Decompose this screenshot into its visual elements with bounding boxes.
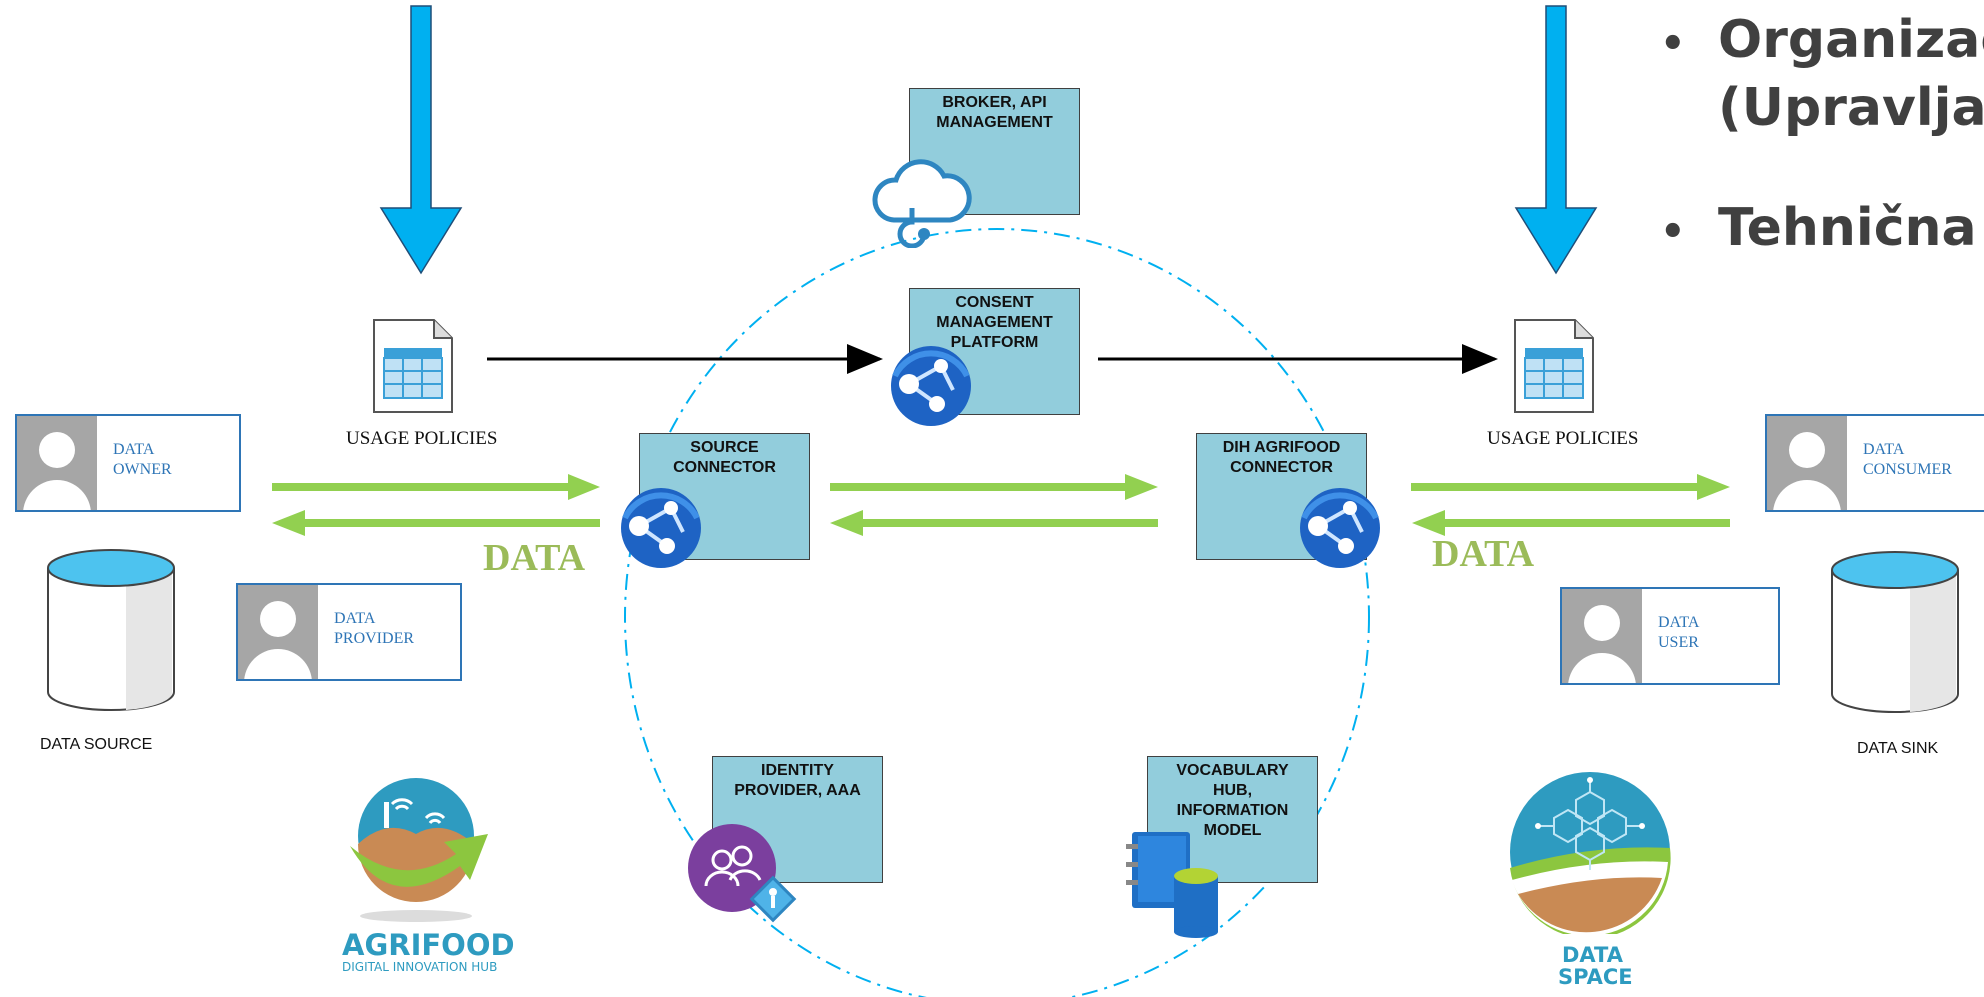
identity-provider-box[interactable]: IDENTITY PROVIDER, AAA xyxy=(712,756,883,883)
agrifood-logo-title: AGRIFOOD xyxy=(342,928,515,962)
data-sink-cylinder-icon xyxy=(1831,551,1959,713)
dih-connector-globe-icon xyxy=(1300,488,1380,568)
data-source-cylinder-icon xyxy=(47,549,175,711)
data-label-right: DATA xyxy=(1432,533,1535,575)
role-user-label: DATA USER xyxy=(1658,614,1700,651)
person-silhouette-icon xyxy=(238,585,318,679)
data-source-label: DATA SOURCE xyxy=(40,736,153,753)
role-owner-label: DATA OWNER xyxy=(113,441,172,478)
usage-policy-left-icon xyxy=(373,319,453,413)
person-silhouette-icon xyxy=(1767,416,1847,510)
dataspace-logo-line1: DATA xyxy=(1562,943,1624,967)
dataspace-logo-icon xyxy=(1510,772,1671,934)
bullet-technical-text: Tehnična xyxy=(1718,198,1977,258)
cloud-api-icon xyxy=(872,159,972,248)
role-card-consumer[interactable]: DATA CONSUMER xyxy=(1765,414,1984,512)
agrifood-logo-icon xyxy=(350,778,488,922)
bullet-technical: •Tehnična xyxy=(1660,198,1977,258)
person-silhouette-icon xyxy=(1562,589,1642,683)
dataspace-logo-line2: SPACE xyxy=(1558,965,1633,989)
data-sink-label: DATA SINK xyxy=(1857,740,1939,757)
users-identity-icon xyxy=(688,824,797,923)
book-database-icon xyxy=(1126,832,1218,938)
data-label-left: DATA xyxy=(483,537,586,579)
policy-down-arrow-right xyxy=(1514,5,1598,275)
policy-down-arrow-left xyxy=(379,5,463,275)
data-flow-arrows xyxy=(272,474,1730,536)
consent-globe-icon xyxy=(891,346,971,426)
bullet-organization-cont: (Upravljav xyxy=(1718,78,1984,138)
bullet-organization-text: Organizac xyxy=(1718,10,1984,70)
source-connector-globe-icon xyxy=(621,488,701,568)
role-card-owner[interactable]: DATA OWNER xyxy=(15,414,241,512)
agrifood-logo-subtitle: DIGITAL INNOVATION HUB xyxy=(342,960,498,974)
role-provider-label: DATA PROVIDER xyxy=(334,610,415,647)
usage-policy-right-icon xyxy=(1514,319,1594,413)
usage-policies-left-label: USAGE POLICIES xyxy=(346,428,498,449)
person-silhouette-icon xyxy=(17,416,97,510)
bullet-organization: •Organizac xyxy=(1660,10,1984,74)
usage-policies-right-label: USAGE POLICIES xyxy=(1487,428,1639,449)
role-card-user[interactable]: DATA USER xyxy=(1560,587,1780,685)
role-card-provider[interactable]: DATA PROVIDER xyxy=(236,583,462,681)
role-consumer-label: DATA CONSUMER xyxy=(1863,441,1952,478)
trust-circle xyxy=(624,228,1370,997)
